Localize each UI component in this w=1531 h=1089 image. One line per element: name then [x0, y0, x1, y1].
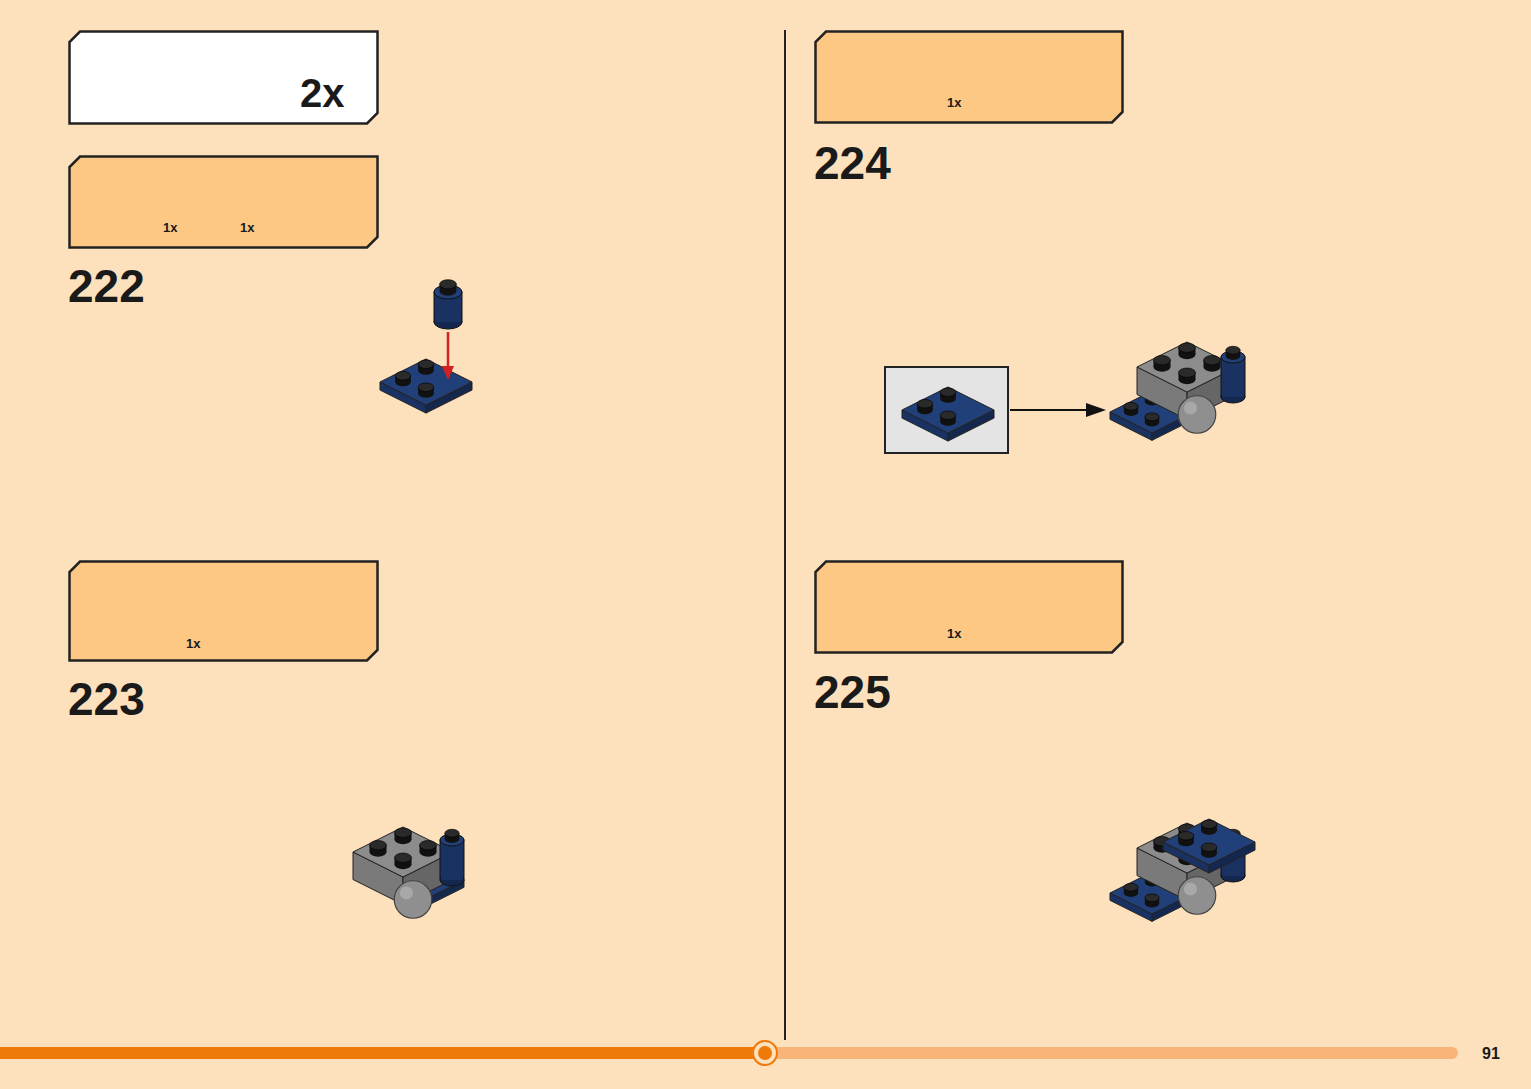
parts-box: 1x [814, 560, 1124, 654]
part-count: 1x [240, 221, 254, 234]
parts-box: 1x [814, 30, 1124, 124]
part-count: 1x [947, 96, 961, 109]
box-outline [814, 560, 1124, 654]
divider [784, 30, 786, 1040]
step-number: 222 [68, 263, 145, 309]
progress-marker [753, 1041, 777, 1065]
step-number: 224 [814, 140, 891, 186]
progress-marker [758, 1046, 772, 1060]
box-outline [68, 155, 379, 249]
progress-track [765, 1047, 1458, 1059]
box-outline [814, 30, 1124, 124]
step-number: 223 [68, 676, 145, 722]
quantity-callout: 2x [68, 30, 379, 125]
part-count: 1x [186, 637, 200, 650]
step-number: 225 [814, 669, 891, 715]
quantity-label: 2x [300, 73, 345, 113]
page-number: 91 [1482, 1046, 1500, 1062]
parts-box: 1x 1x [68, 155, 379, 249]
parts-box: 1x [68, 560, 379, 662]
part-count: 1x [163, 221, 177, 234]
box-outline [68, 560, 379, 662]
progress-bar [0, 1047, 768, 1059]
part-count: 1x [947, 627, 961, 640]
